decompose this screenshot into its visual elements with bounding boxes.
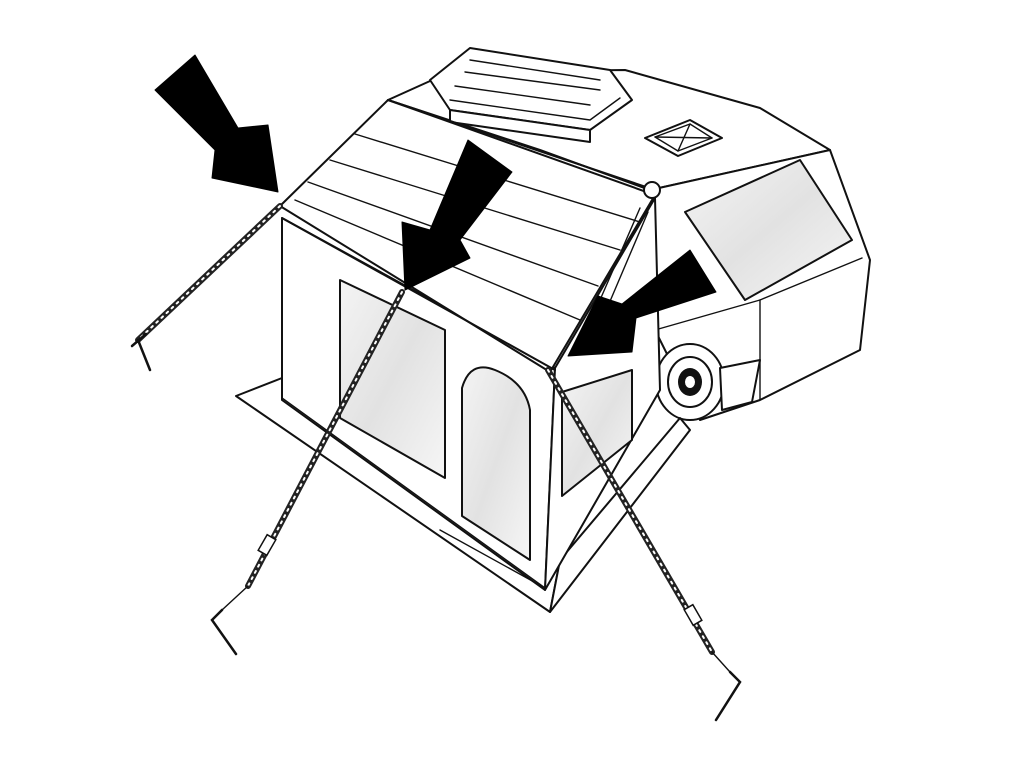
tent-peg: [210, 608, 238, 656]
tent-peg: [714, 670, 742, 722]
arrow-icon: [154, 54, 279, 193]
support-pole-left: [130, 203, 283, 372]
tent-side-window: [561, 369, 633, 497]
tent-peg: [136, 338, 152, 372]
caravan-trailer: [387, 69, 871, 421]
roof-box: [429, 47, 633, 143]
arrow-icon: [401, 139, 513, 291]
tent-door: [461, 366, 531, 561]
support-pole-right: [545, 207, 742, 722]
arrow-icon: [567, 249, 717, 357]
caravan-window: [684, 159, 853, 301]
wheel: [655, 343, 725, 421]
support-pole-middle: [210, 289, 405, 656]
awning-tent: [235, 99, 691, 613]
roof-vent: [644, 119, 723, 157]
tent-window: [339, 279, 446, 479]
